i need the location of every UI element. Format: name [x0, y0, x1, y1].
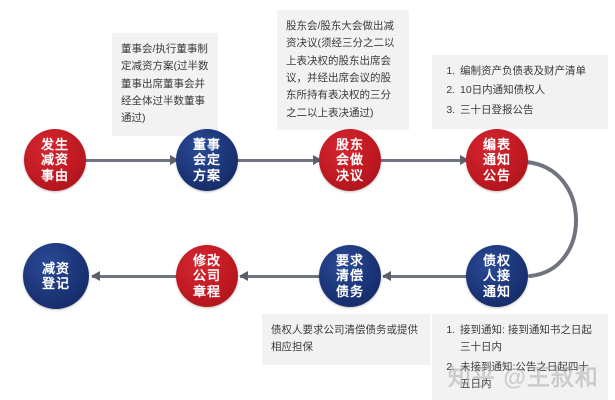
- note-board-plan: 董事会/执行董事制定减资方案(过半数董事出席董事会并经全体过半数董事通过): [112, 33, 218, 136]
- note-shareholder-resolution: 股东会/股东大会做出减资决议(须经三分之二以上表决权的股东出席会议，并经出席会议…: [277, 10, 409, 130]
- arrowhead-icon: [460, 155, 469, 165]
- node-label: 发生 减资 事由: [40, 137, 69, 183]
- notice-step: 10日内通知债权人: [458, 82, 599, 99]
- arrow-shareholders-to-notice: [381, 155, 469, 165]
- node-demand-repay-debt: 要求 清偿 债务: [319, 245, 381, 307]
- arrow-occur-to-board: [86, 155, 179, 165]
- note-notice-steps: 编制资产负债表及财产清单 10日内通知债权人 三十日登报公告: [432, 55, 608, 129]
- node-creditor-receive-notice: 债权 人接 通知: [466, 245, 528, 307]
- deadline-step: 接到通知: 接到通知书之日起三十日内: [458, 322, 599, 357]
- notice-step: 编制资产负债表及财产清单: [458, 63, 599, 80]
- node-label: 修改 公司 章程: [192, 253, 221, 299]
- node-board-make-plan: 董事 会定 方案: [176, 129, 238, 191]
- node-label: 股东 会做 决议: [335, 137, 364, 183]
- notice-steps-list: 编制资产负债表及财产清单 10日内通知债权人 三十日登报公告: [441, 63, 599, 119]
- node-shareholders-resolution: 股东 会做 决议: [319, 129, 381, 191]
- arrow-board-to-shareholders: [238, 155, 322, 165]
- arrow-repay-to-amend: [239, 271, 321, 281]
- node-label: 董事 会定 方案: [192, 137, 221, 183]
- node-label: 减资 登记: [41, 260, 70, 291]
- arrowhead-icon: [382, 271, 391, 281]
- node-reduction-registration: 减资 登记: [23, 243, 89, 309]
- arrowhead-icon: [239, 271, 248, 281]
- node-amend-articles: 修改 公司 章程: [176, 245, 238, 307]
- node-prepare-notice-announce: 编表 通知 公告: [466, 129, 528, 191]
- note-deadlines: 接到通知: 接到通知书之日起三十日内 未接到通知:公告之日起四十五日内: [432, 314, 608, 400]
- arrowhead-icon: [170, 155, 179, 165]
- node-label: 要求 清偿 债务: [335, 253, 364, 299]
- watermark: 知乎 @王叔和: [448, 364, 599, 390]
- deadline-step: 未接到通知:公告之日起四十五日内: [458, 359, 599, 394]
- node-label: 编表 通知 公告: [482, 137, 511, 183]
- arrowhead-icon: [91, 271, 100, 281]
- arrow-amend-to-registration: [91, 271, 178, 281]
- node-occur-reduction-cause: 发生 减资 事由: [24, 129, 86, 191]
- note-creditor-demand: 债权人要求公司清偿债务或提供相应担保: [262, 314, 430, 365]
- notice-step: 三十日登报公告: [458, 102, 599, 119]
- arrow-creditor-to-repay: [382, 271, 468, 281]
- deadline-steps-list: 接到通知: 接到通知书之日起三十日内 未接到通知:公告之日起四十五日内: [441, 322, 599, 393]
- node-label: 债权 人接 通知: [482, 253, 511, 299]
- arrowhead-icon: [313, 155, 322, 165]
